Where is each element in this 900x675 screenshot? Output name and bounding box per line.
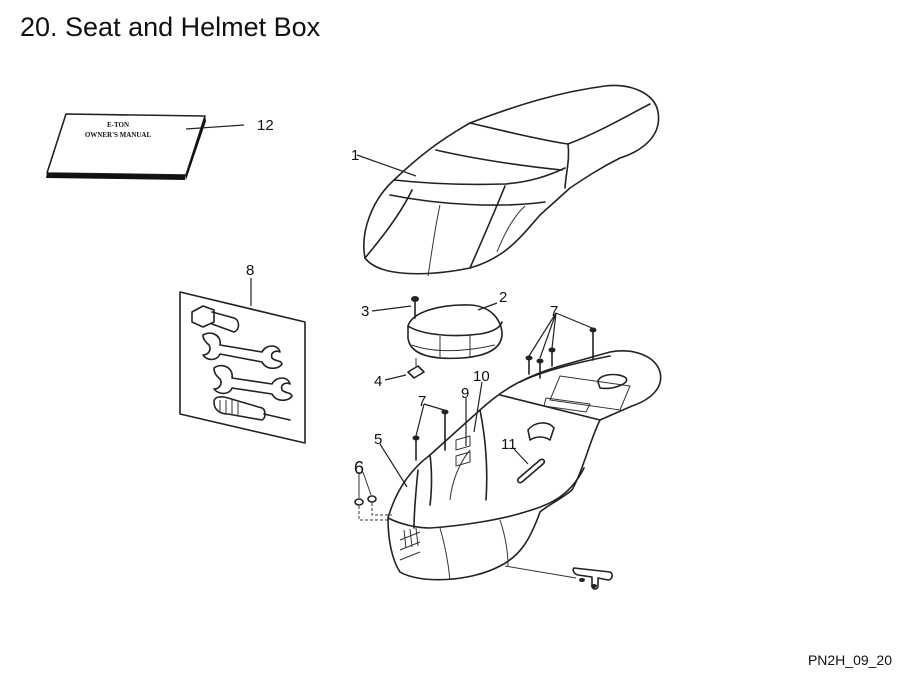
part-seat <box>363 84 660 277</box>
part-screw-3 <box>411 296 419 319</box>
callout-7-left: 7 <box>418 393 426 410</box>
callout-5: 5 <box>374 431 382 448</box>
part-pin-11 <box>516 458 546 484</box>
page-title: 20. Seat and Helmet Box <box>20 12 321 42</box>
callout-4: 4 <box>374 373 382 390</box>
part-helmet-box <box>387 350 662 581</box>
callout-9: 9 <box>461 385 469 402</box>
part-screws-7-upper <box>525 312 597 379</box>
manual-brand-text: E-TON <box>107 121 129 129</box>
callout-12: 12 <box>257 117 274 134</box>
manual-title-text: OWNER'S MANUAL <box>85 131 152 139</box>
part-screws-7-left <box>412 403 449 461</box>
part-tool-kit <box>179 291 306 444</box>
page-code: PN2H_09_20 <box>807 652 892 668</box>
callout-8: 8 <box>246 262 254 279</box>
part-bracket <box>504 565 613 590</box>
callout-6: 6 <box>354 458 364 478</box>
callout-2: 2 <box>499 289 507 306</box>
callout-10: 10 <box>473 368 490 385</box>
part-nuts-6 <box>354 471 392 521</box>
callout-11: 11 <box>501 436 517 453</box>
callout-7-upper: 7 <box>550 303 558 320</box>
callout-3: 3 <box>361 303 369 320</box>
part-clip-4 <box>407 358 425 379</box>
part-owners-manual: E-TON OWNER'S MANUAL <box>46 113 206 180</box>
callout-1: 1 <box>351 147 359 164</box>
part-latch-cover <box>407 304 503 360</box>
